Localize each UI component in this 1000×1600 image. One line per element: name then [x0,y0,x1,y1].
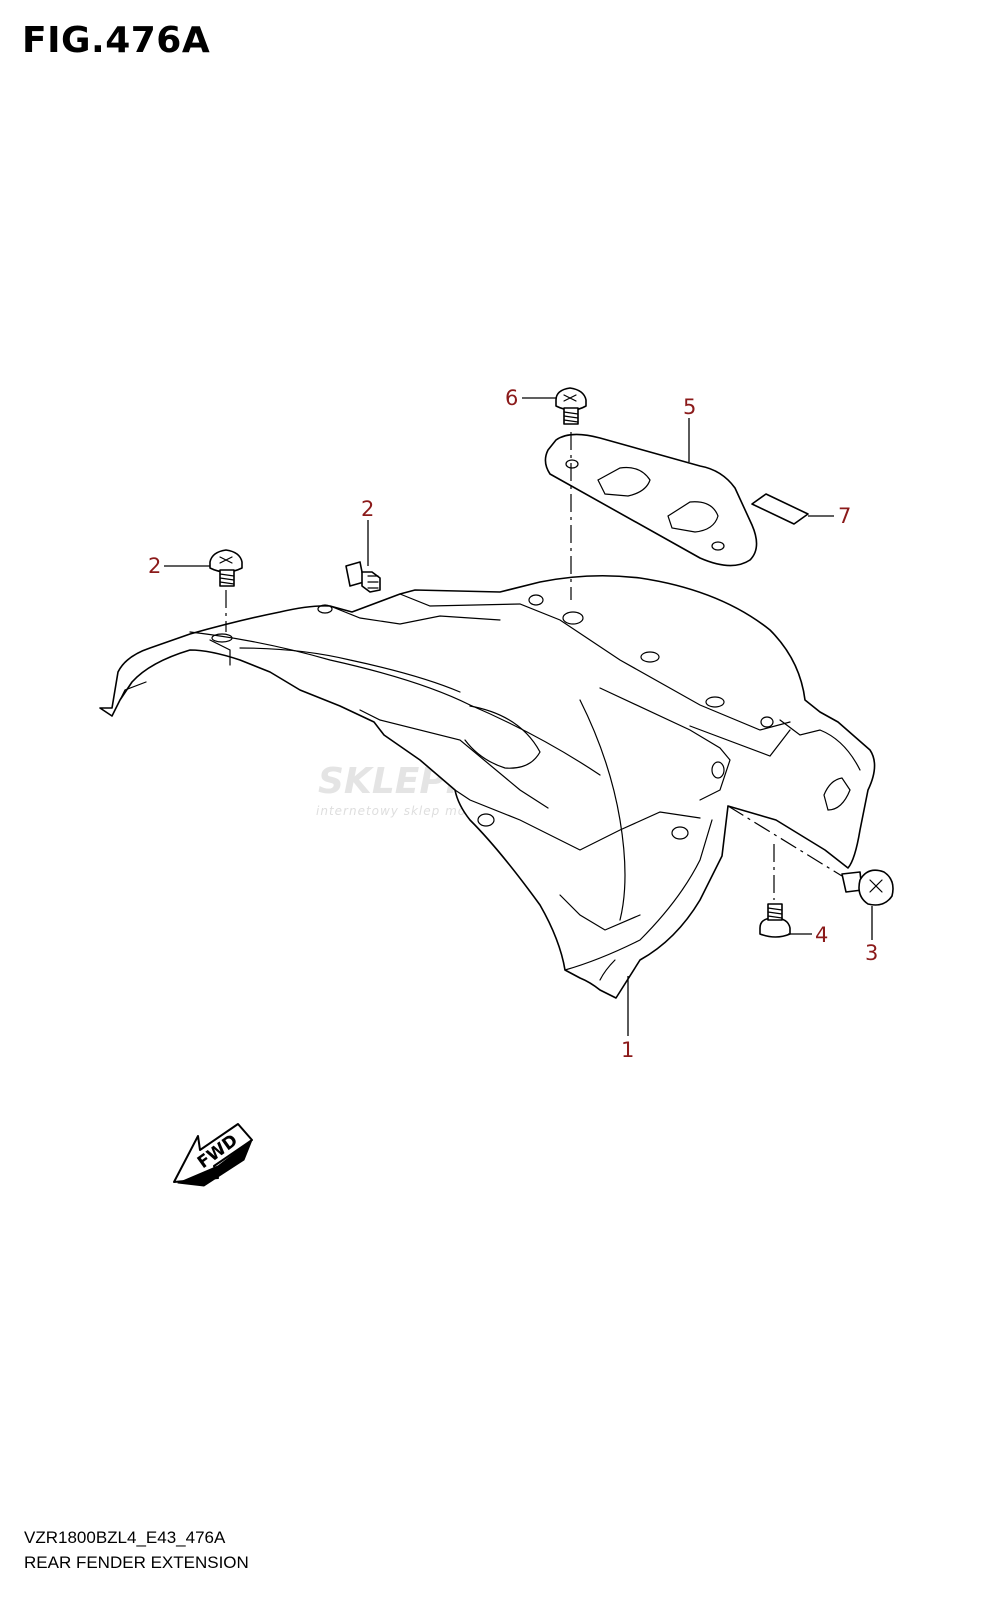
bracket-plate-part [544,433,758,567]
bolt-middle-part [345,561,381,593]
callout-4: 4 [815,923,828,947]
bolt-top-part [555,387,587,425]
callout-5: 5 [683,395,696,419]
leader-lines [164,397,873,1036]
callout-7: 7 [838,504,851,528]
diagram-code: VZR1800BZL4_E43_476A [24,1528,226,1547]
figure-title: FIG.476A [22,20,211,61]
rear-fender-extension-part [99,574,876,999]
bolt-left-part [209,549,243,587]
bolt-right-part [841,869,894,906]
callout-2-left: 2 [148,554,161,578]
callout-1: 1 [621,1038,634,1062]
diagram-name: REAR FENDER EXTENSION [24,1553,249,1572]
assembly-lines [225,432,843,900]
callout-2-middle: 2 [361,497,374,521]
fwd-arrow-icon: FWD [173,1123,253,1187]
callout-6: 6 [505,386,518,410]
cushion-pad-part [751,493,809,525]
screw-part [759,903,791,938]
callout-3: 3 [865,941,878,965]
